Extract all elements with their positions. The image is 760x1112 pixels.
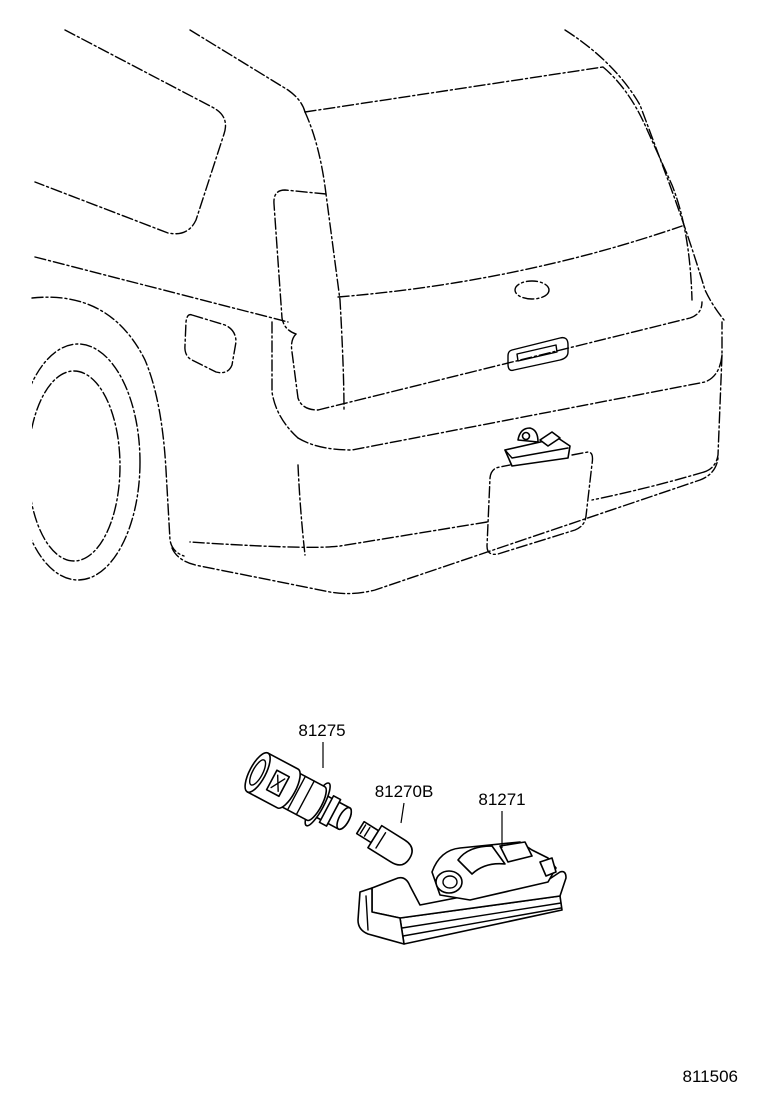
fuel-filler-door [184,313,237,374]
wheel-arch [31,296,185,557]
tail-lamp [273,189,327,335]
rear-bumper-right-face [703,354,723,473]
license-plate-recess [486,451,594,556]
back-door-left-edge [304,111,345,411]
right-outer-pillar [564,29,725,321]
body-rear-corner [271,321,299,439]
body-side-crease [34,256,289,323]
license-plate-lamp-installed [504,427,571,467]
back-door-handle [507,336,569,372]
rear-bumper-crease-right [591,471,705,501]
right-inner-pillar [602,66,693,301]
socket-part [244,751,353,831]
rear-wheel [32,343,141,581]
tail-lamp-lower [290,333,319,411]
figure-number: 811506 [683,1067,738,1086]
emblem [514,280,550,300]
wheel-rim [32,370,121,562]
callout-label: 81275 [298,721,345,740]
callout-label: 81270B [375,782,434,801]
rear-bumper-top [297,321,723,451]
rear-bumper-corner [297,464,306,556]
callout-label: 81271 [478,790,525,809]
back-door-top-edge [304,66,604,113]
lamp-raised-block [499,841,533,863]
back-door-bottom-edge [317,301,703,411]
leader-line [400,802,405,824]
rear-bumper-bottom [171,457,719,595]
roof-edge [189,29,306,113]
lamp-housing-part [357,841,567,945]
tire [32,343,141,581]
back-door-handle-inner [516,344,558,362]
rear-bumper-crease-left [189,521,488,549]
lamp-base [371,870,567,919]
lamp-hump [457,845,506,875]
back-window-lower-edge [337,225,683,298]
vehicle-rear-outline [31,29,725,595]
bulb-part [355,820,413,866]
lamp-socket-boss [435,870,463,894]
lamp-end-tab [539,857,557,877]
quarter-window [34,29,227,235]
lamp-bracket [357,887,405,945]
